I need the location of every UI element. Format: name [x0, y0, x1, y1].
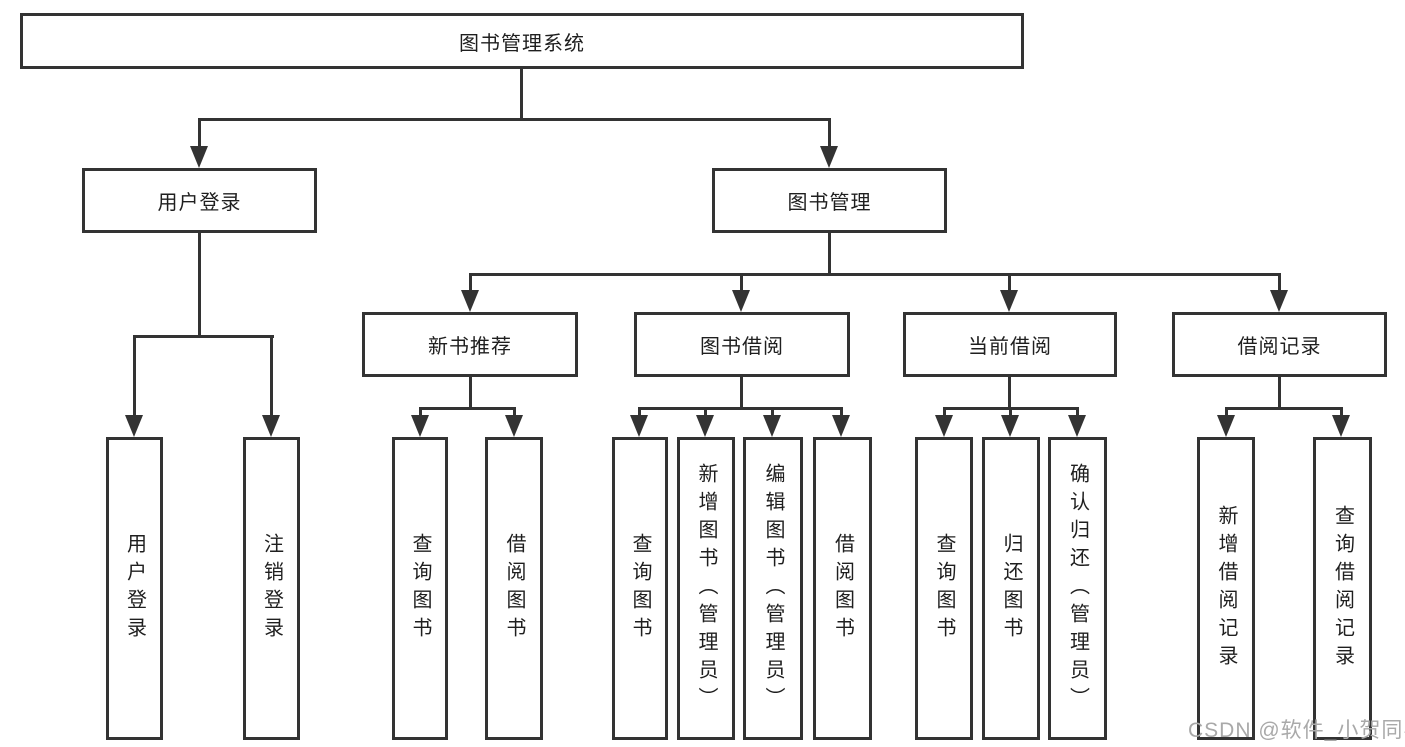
connector-bar [638, 407, 843, 410]
arrow-down-icon [935, 415, 953, 437]
leaf-logout: 注销登录 [243, 437, 300, 740]
leaf-recommend-query-book: 查询图书 [392, 437, 448, 740]
connector-stem [469, 273, 472, 295]
arrow-down-icon [262, 415, 280, 437]
arrow-down-icon [125, 415, 143, 437]
connector-login-stem [198, 233, 201, 335]
connector-stem [513, 407, 516, 419]
connector-login-bar [134, 335, 274, 338]
node-root: 图书管理系统 [20, 13, 1024, 69]
connector-stem [1278, 273, 1281, 295]
node-new-book-recommend: 新书推荐 [362, 312, 578, 377]
node-book-management: 图书管理 [712, 168, 947, 233]
arrow-down-icon [820, 146, 838, 168]
connector-stem [943, 407, 946, 419]
connector-stem [771, 407, 774, 419]
leaf-user-login: 用户登录 [106, 437, 163, 740]
connector-stem [1076, 407, 1079, 419]
connector-root-stem [520, 69, 523, 118]
arrow-down-icon [1068, 415, 1086, 437]
connector-stem [198, 118, 201, 150]
arrow-down-icon [411, 415, 429, 437]
leaf-add-book-admin: 新增图书（管理员） [677, 437, 735, 740]
arrow-down-icon [696, 415, 714, 437]
leaf-confirm-return-admin: 确认归还（管理员） [1048, 437, 1107, 740]
connector-stem [1225, 407, 1228, 419]
arrow-down-icon [763, 415, 781, 437]
connector-stem [828, 118, 831, 150]
connector-stem [133, 335, 136, 419]
arrow-down-icon [1217, 415, 1235, 437]
csdn-watermark: CSDN @软件_小贺同学 [1188, 719, 1405, 742]
arrow-down-icon [190, 146, 208, 168]
connector-stem [1340, 407, 1343, 419]
connector-stem [840, 407, 843, 419]
arrow-down-icon [461, 290, 479, 312]
connector-stem [419, 407, 422, 419]
leaf-borrow-book: 借阅图书 [813, 437, 872, 740]
connector-stem [270, 335, 273, 419]
arrow-down-icon [1332, 415, 1350, 437]
arrow-down-icon [630, 415, 648, 437]
arrow-down-icon [1000, 290, 1018, 312]
connector-stem [1278, 377, 1281, 407]
connector-bar [1225, 407, 1343, 410]
arrow-down-icon [1001, 415, 1019, 437]
arrow-down-icon [1270, 290, 1288, 312]
leaf-recommend-borrow-book: 借阅图书 [485, 437, 543, 740]
node-current-borrow: 当前借阅 [903, 312, 1117, 377]
connector-stem [1009, 407, 1012, 419]
leaf-add-borrow-record: 新增借阅记录 [1197, 437, 1255, 740]
leaf-return-book: 归还图书 [982, 437, 1040, 740]
connector-bar [419, 407, 516, 410]
connector-stem [638, 407, 641, 419]
node-book-borrow: 图书借阅 [634, 312, 850, 377]
connector-mgmt-stem [828, 233, 831, 273]
connector-stem [469, 377, 472, 407]
leaf-borrow-query-book: 查询图书 [612, 437, 668, 740]
leaf-query-borrow-record: 查询借阅记录 [1313, 437, 1372, 740]
connector-stem [704, 407, 707, 419]
connector-stem [740, 377, 743, 407]
leaf-edit-book-admin: 编辑图书（管理员） [743, 437, 803, 740]
node-user-login: 用户登录 [82, 168, 317, 233]
arrow-down-icon [832, 415, 850, 437]
connector-stem [1008, 273, 1011, 295]
arrow-down-icon [732, 290, 750, 312]
connector-root-bar [198, 118, 831, 121]
connector-stem [1008, 377, 1011, 407]
node-borrow-record: 借阅记录 [1172, 312, 1387, 377]
leaf-current-query-book: 查询图书 [915, 437, 973, 740]
connector-mgmt-bar [469, 273, 1281, 276]
arrow-down-icon [505, 415, 523, 437]
connector-stem [740, 273, 743, 295]
